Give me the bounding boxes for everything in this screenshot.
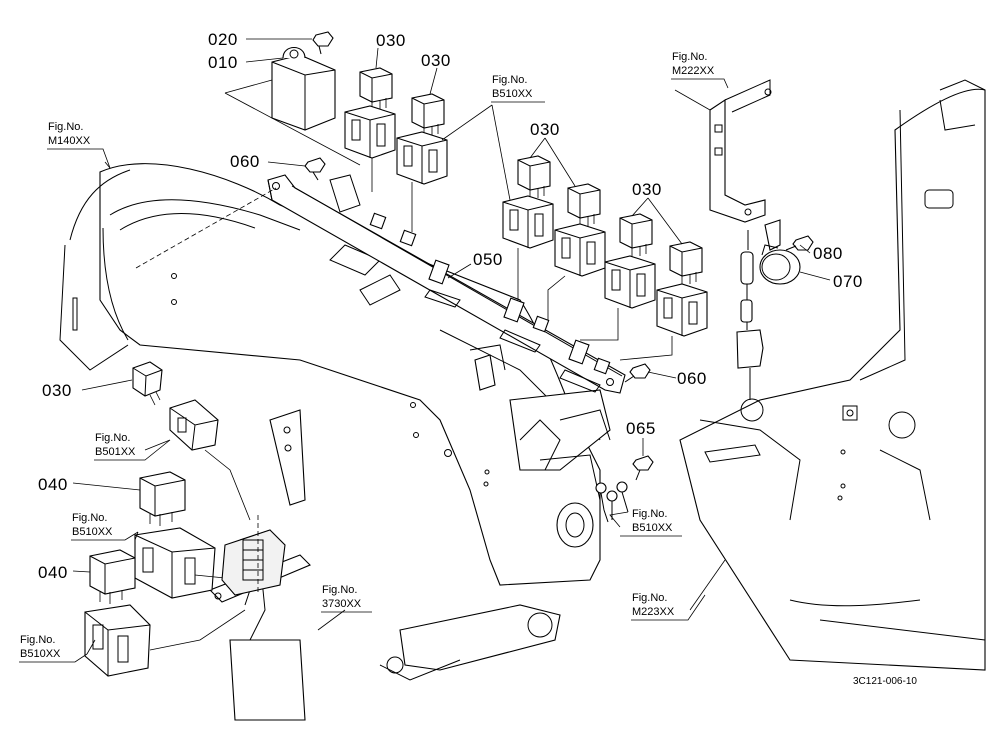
callout-060-left: 060 (230, 152, 260, 171)
figref-b510-right-code: B510XX (632, 522, 673, 534)
callout-030-mid: 030 (530, 120, 560, 139)
harness-connector-block (221, 515, 286, 596)
bolt-060-left (304, 157, 326, 181)
figure-reference-labels: Fig.No. M140XX Fig.No. B510XX Fig.No. M2… (19, 51, 729, 663)
fuse-holder-010 (224, 46, 361, 166)
figref-m140-prefix: Fig.No. (48, 121, 83, 133)
callout-020: 020 (208, 30, 238, 49)
figref-3730-code: 3730XX (322, 598, 362, 610)
relay-030-top-2 (411, 93, 445, 138)
figref-m140-code: M140XX (48, 135, 91, 147)
relay-030-lower (132, 361, 163, 406)
callout-065: 065 (626, 419, 656, 438)
figref-b510-left-upper-code: B510XX (72, 526, 113, 538)
figref-b501-prefix: Fig.No. (95, 432, 130, 444)
bolt-080 (785, 235, 814, 251)
relay-socket-top-2 (396, 131, 448, 232)
figref-m222-prefix: Fig.No. (672, 51, 707, 63)
relay-socket-mid-2 (547, 223, 606, 320)
figref-b510-left-lower-prefix: Fig.No. (20, 634, 55, 646)
figref-m223-prefix: Fig.No. (632, 592, 667, 604)
callout-010: 010 (208, 53, 238, 72)
right-body-housing (679, 79, 986, 671)
callout-080: 080 (813, 244, 843, 263)
callout-030-right: 030 (632, 180, 662, 199)
relay-030-mid-1 (517, 155, 551, 200)
figref-b510-top-code: B510XX (492, 88, 533, 100)
relay-040-lower (89, 549, 136, 604)
bolt-060-right (624, 363, 651, 383)
relay-030-top-1 (359, 67, 393, 112)
horn-wire-connector (736, 230, 764, 400)
part-callout-labels: 020 010 030 030 030 030 030 060 060 050 … (38, 30, 863, 582)
figref-b510-left-lower-code: B510XX (20, 648, 61, 660)
callout-030-top-1: 030 (376, 31, 406, 50)
callout-040-lower: 040 (38, 563, 68, 582)
relay-socket-top-1 (344, 105, 396, 192)
figref-b501-code: B501XX (95, 446, 136, 458)
relay-030-mid-2 (567, 183, 601, 228)
ring-terminals (595, 481, 629, 523)
relay-030-right-1 (619, 213, 653, 258)
callout-050: 050 (473, 250, 503, 269)
figref-m222-code: M222XX (672, 65, 715, 77)
drawing-code: 3C121-006-10 (853, 676, 917, 687)
relay-socket-mid-1 (502, 195, 554, 300)
relay-socket-right-1 (580, 255, 656, 341)
figref-3730-prefix: Fig.No. (322, 584, 357, 596)
relay-socket-right-2 (619, 283, 708, 361)
figref-b510-top-prefix: Fig.No. (492, 74, 527, 86)
left-fender-panel (59, 163, 601, 586)
figref-m223-code: M223XX (632, 606, 675, 618)
relay-030-right-2 (669, 241, 703, 286)
figref-b510-right-prefix: Fig.No. (632, 508, 667, 520)
bolt-020 (312, 31, 334, 55)
relay-holder-040-lower (84, 604, 246, 677)
relay-040-upper (139, 471, 186, 526)
callout-030-lower: 030 (42, 381, 72, 400)
relay-holder-b501 (169, 399, 251, 521)
horn-070 (759, 244, 801, 285)
callout-060-right: 060 (677, 369, 707, 388)
callout-030-top-2: 030 (421, 51, 451, 70)
bolt-065 (632, 455, 654, 481)
relay-mounting-bracket (135, 174, 626, 394)
figref-b510-left-upper-prefix: Fig.No. (72, 512, 107, 524)
callout-070: 070 (833, 272, 863, 291)
horn-bracket (709, 79, 781, 251)
leader-lines (72, 38, 831, 655)
callout-040-upper: 040 (38, 475, 68, 494)
